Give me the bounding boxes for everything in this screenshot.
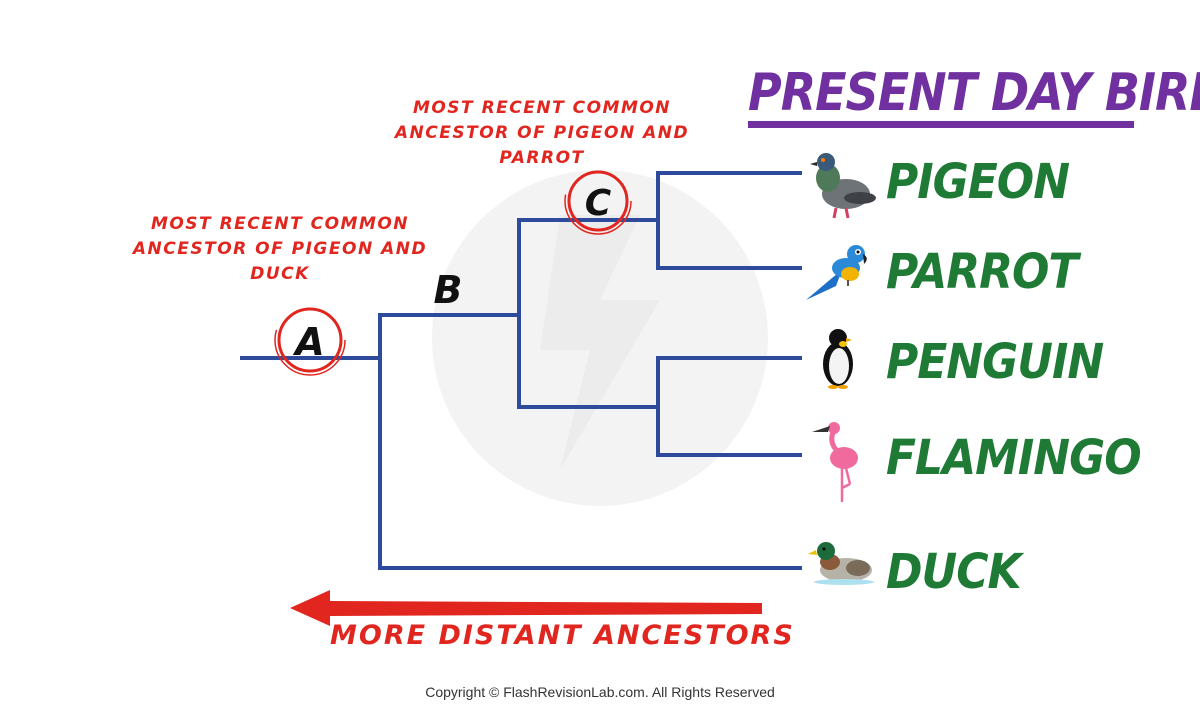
bird-label-flamingo: FLAMINGO	[886, 430, 1141, 486]
copyright-text: Copyright © FlashRevisionLab.com. All Ri…	[0, 684, 1200, 700]
flamingo-icon	[808, 418, 864, 504]
bird-label-duck: DUCK	[886, 544, 1021, 600]
pigeon-icon	[806, 148, 882, 224]
bird-label-pigeon: PIGEON	[886, 154, 1069, 210]
bird-label-parrot: PARROT	[886, 244, 1077, 300]
duck-icon	[806, 540, 876, 588]
page-title: PRESENT DAY BIRDS	[748, 62, 1200, 122]
title-underline	[748, 121, 1134, 128]
bird-label-penguin: PENGUIN	[886, 334, 1103, 390]
node-a-label: A	[292, 320, 324, 364]
parrot-icon	[802, 240, 872, 304]
annotation-pigeon-duck: MOST RECENT COMMON ANCESTOR OF PIGEON AN…	[120, 212, 440, 287]
node-c-label: C	[585, 183, 612, 224]
penguin-icon	[818, 326, 858, 390]
annotation-pigeon-parrot: MOST RECENT COMMON ANCESTOR OF PIGEON AN…	[382, 96, 702, 171]
arrow-label: MORE DISTANT ANCESTORS	[330, 620, 795, 651]
